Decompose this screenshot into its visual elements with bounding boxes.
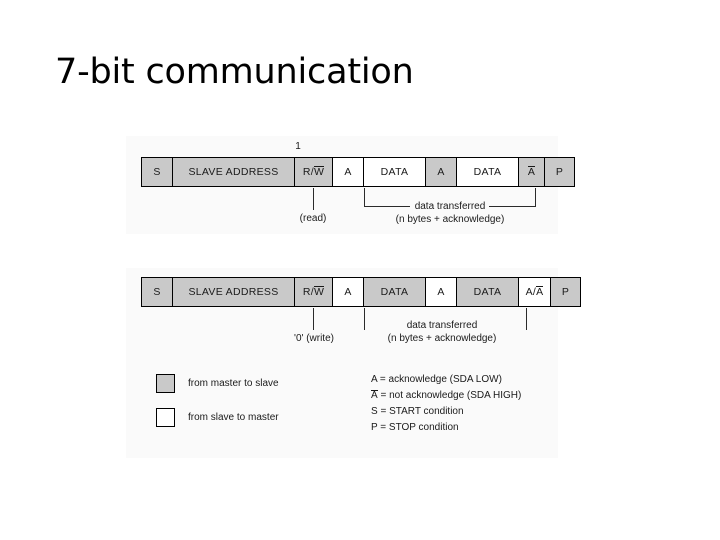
legend-swatch-slave-to-master (156, 408, 175, 427)
read-transfer-bracket-bar-right (489, 206, 536, 208)
read-frame-cell-8: P (545, 158, 574, 186)
read-frame-cell-4: DATA (364, 158, 426, 186)
write-frame-cell-6: DATA (457, 278, 519, 306)
write-transfer-leader-left (364, 308, 366, 330)
definition-symbol-a-bar: A (371, 390, 378, 401)
read-transfer-bracket-right (535, 188, 537, 207)
write-frame-cell-7: A/A (519, 278, 551, 306)
write-frame-cell-0: S (142, 278, 173, 306)
write-transfer-leader-right (526, 308, 528, 330)
definition-stop-condition: P = STOP condition (371, 420, 459, 436)
read-frame-cell-2: R/W (295, 158, 333, 186)
definition-symbol-s: S (371, 406, 378, 417)
read-mode-leader-line (313, 188, 315, 210)
legend-swatch-master-to-slave (156, 374, 175, 393)
write-mode-note: '0' (write) (294, 333, 334, 344)
definition-text-acknowledge: = acknowledge (SDA LOW) (379, 374, 502, 385)
write-frame-cell-2: R/W (295, 278, 333, 306)
legend-label-slave-to-master: from slave to master (188, 412, 279, 423)
definition-not-acknowledge: A = not acknowledge (SDA HIGH) (371, 388, 521, 404)
definition-text-stop: = STOP condition (380, 422, 459, 433)
definition-text-not-acknowledge: = not acknowledge (SDA HIGH) (380, 390, 522, 401)
read-frame-cell-1: SLAVE ADDRESS (173, 158, 295, 186)
read-frame-cell-2-prefix: R/ (302, 166, 314, 178)
write-frame-cell-2-overlined: W (313, 285, 325, 298)
write-frame-cell-8: P (551, 278, 580, 306)
write-frame-cell-7-overlined: A (536, 285, 544, 298)
write-transfer-note-line2: (n bytes + acknowledge) (387, 333, 497, 344)
write-frame-cell-4: DATA (364, 278, 426, 306)
read-bit-index-label: 1 (295, 141, 301, 152)
read-frame-cell-7-overlined: A (527, 165, 536, 178)
write-frame-cell-1: SLAVE ADDRESS (173, 278, 295, 306)
page-title: 7-bit communication (55, 52, 414, 92)
read-transfer-note-line2: (n bytes + acknowledge) (395, 214, 505, 225)
read-frame-cell-0: S (142, 158, 173, 186)
write-transfer-note-line1: data transferred (406, 320, 478, 331)
read-transfer-bracket-left (364, 188, 366, 207)
write-frame-cell-2-prefix: R/ (302, 286, 314, 298)
read-frame-cell-3: A (333, 158, 364, 186)
read-transfer-bracket-bar-left (364, 206, 410, 208)
definition-symbol-p: P (371, 422, 378, 433)
definition-acknowledge: A = acknowledge (SDA LOW) (371, 372, 502, 388)
read-frame-cell-7: A (519, 158, 545, 186)
write-frame-cell-3: A (333, 278, 364, 306)
read-frame-cell-2-overlined: W (313, 165, 325, 178)
definition-symbol-a: A (371, 374, 378, 385)
read-transfer-note-line1: data transferred (414, 201, 486, 212)
read-frame-cell-6: DATA (457, 158, 519, 186)
definition-text-start: = START condition (380, 406, 464, 417)
read-mode-note: (read) (299, 213, 327, 224)
write-frame-cell-5: A (426, 278, 457, 306)
legend-label-master-to-slave: from master to slave (188, 378, 279, 389)
write-frame-cell-7-prefix: A/ (525, 286, 537, 298)
definition-start-condition: S = START condition (371, 404, 464, 420)
read-frame-cell-5: A (426, 158, 457, 186)
write-mode-leader-line (313, 308, 315, 330)
